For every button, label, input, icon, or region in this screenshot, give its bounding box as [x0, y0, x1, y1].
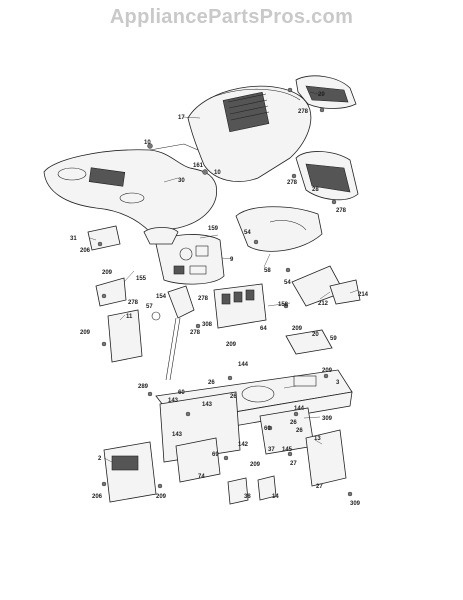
callout-27: 27 — [316, 484, 323, 490]
callout-161: 161 — [193, 163, 204, 169]
center-plate-part[interactable] — [175, 437, 221, 483]
callout-212: 212 — [318, 301, 329, 307]
cup-holder-part[interactable] — [143, 227, 179, 245]
callout-58: 58 — [264, 268, 271, 274]
callout-309: 309 — [350, 501, 361, 507]
callout-278: 278 — [298, 109, 309, 115]
callout-31: 31 — [70, 236, 77, 242]
front-plate-part[interactable] — [103, 441, 157, 503]
front-grille-upper-part[interactable] — [295, 75, 357, 109]
callout-154: 154 — [156, 294, 167, 300]
small-bracket-left-part[interactable] — [227, 477, 249, 505]
dash-panel-part[interactable] — [43, 143, 218, 233]
callout-278: 278 — [128, 300, 139, 306]
battery-cover-part[interactable] — [235, 206, 323, 252]
callout-labels: 29 278 17 10 161 10 30 278 28 278 159 31… — [70, 92, 369, 507]
callout-57: 57 — [146, 304, 153, 310]
callout-10: 10 — [144, 140, 151, 146]
site-watermark: AppliancePartsPros.com — [109, 6, 354, 28]
callout-143: 143 — [202, 402, 213, 408]
callout-308: 308 — [202, 322, 213, 328]
callout-14: 14 — [272, 494, 279, 500]
callout-59: 59 — [330, 336, 337, 342]
callout-13: 13 — [314, 436, 321, 442]
callout-37: 37 — [268, 447, 275, 453]
bolt-hardware-group — [97, 87, 353, 497]
callout-28: 28 — [312, 187, 319, 193]
callout-214: 214 — [358, 292, 369, 298]
callout-209: 209 — [292, 326, 303, 332]
throttle-lever-part[interactable] — [151, 285, 195, 381]
callout-158: 158 — [278, 302, 289, 308]
mounting-plate-part[interactable] — [285, 329, 333, 355]
callout-278: 278 — [287, 180, 298, 186]
callout-10: 10 — [214, 170, 221, 176]
callout-145: 145 — [282, 447, 293, 453]
callout-54: 54 — [244, 230, 251, 236]
callout-206: 206 — [92, 494, 103, 500]
rear-plate-part[interactable] — [305, 429, 347, 487]
callout-209: 209 — [156, 494, 167, 500]
callout-26: 26 — [296, 428, 303, 434]
callout-26: 26 — [208, 380, 215, 386]
leader-lines — [89, 91, 359, 463]
callout-209: 209 — [226, 342, 237, 348]
callout-142: 142 — [238, 442, 249, 448]
small-bracket-right-part[interactable] — [257, 475, 277, 501]
callout-9: 9 — [230, 257, 234, 263]
callout-278: 278 — [190, 330, 201, 336]
callout-143: 143 — [168, 398, 179, 404]
callout-143: 143 — [172, 432, 183, 438]
callout-289: 289 — [138, 384, 149, 390]
hood-part[interactable] — [187, 85, 312, 182]
callout-209: 209 — [250, 462, 261, 468]
callout-144: 144 — [294, 406, 305, 412]
callout-29: 29 — [318, 92, 325, 98]
callout-3: 3 — [336, 380, 340, 386]
callout-60: 60 — [264, 426, 271, 432]
front-grille-lower-part[interactable] — [295, 151, 359, 201]
callout-54: 54 — [284, 280, 291, 286]
callout-209: 209 — [80, 330, 91, 336]
callout-11: 11 — [126, 314, 133, 320]
callout-20: 20 — [312, 332, 319, 338]
callout-278: 278 — [336, 208, 347, 214]
callout-27: 27 — [290, 461, 297, 467]
callout-278: 278 — [198, 296, 209, 302]
callout-309: 309 — [322, 416, 333, 422]
callout-69: 69 — [212, 452, 219, 458]
callout-155: 155 — [136, 276, 147, 282]
hood-vent-grille — [222, 91, 270, 133]
callout-74: 74 — [198, 474, 205, 480]
callout-26: 26 — [230, 394, 237, 400]
callout-26: 26 — [290, 420, 297, 426]
callout-206: 206 — [80, 248, 91, 254]
callout-209: 209 — [102, 270, 113, 276]
shield-plate-part[interactable] — [291, 265, 361, 307]
callout-30: 30 — [178, 178, 185, 184]
callout-2: 2 — [98, 456, 102, 462]
ignition-switch-block-part[interactable] — [213, 283, 267, 329]
callout-159: 159 — [208, 226, 219, 232]
left-bracket-part[interactable] — [95, 277, 143, 363]
callout-60: 60 — [178, 390, 185, 396]
callout-144: 144 — [238, 362, 249, 368]
main-frame-part[interactable] — [155, 369, 353, 463]
callout-209: 209 — [322, 368, 333, 374]
mount-bracket-part[interactable] — [87, 225, 121, 251]
callout-38: 38 — [244, 494, 251, 500]
callout-64: 64 — [260, 326, 267, 332]
callout-17: 17 — [178, 115, 185, 121]
